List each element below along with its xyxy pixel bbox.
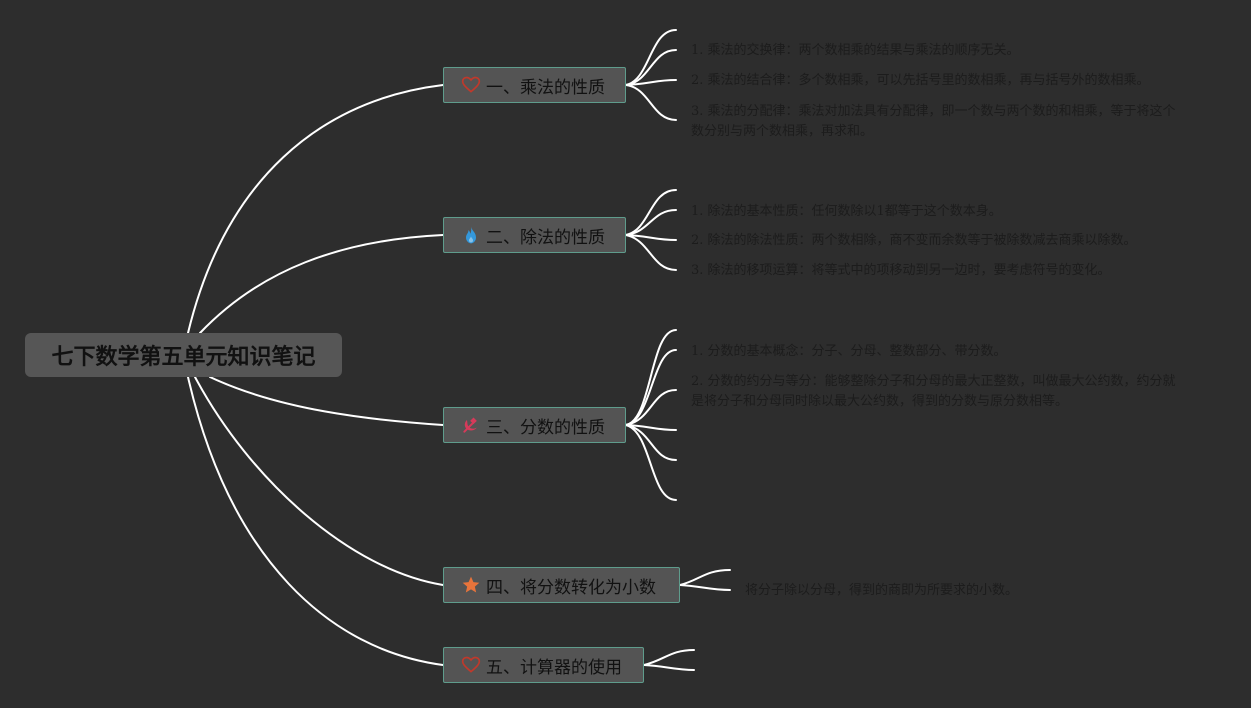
mindmap-root[interactable]: 七下数学第五单元知识笔记: [25, 333, 342, 377]
leaf-note: 将分子除以分母，得到的商即为所要求的小数。: [745, 583, 1019, 598]
leaf-note: 3. 乘法的分配律：乘法对加法具有分配律，即一个数与两个数的和相乘，等于将这个数…: [691, 104, 1176, 139]
heart-outline-icon: [460, 74, 482, 96]
leaf-note: 1. 除法的基本性质：任何数除以1都等于这个数本身。: [691, 204, 1002, 219]
root-title: 七下数学第五单元知识笔记: [51, 345, 316, 370]
leaf-note: 2. 除法的除法性质：两个数相除，商不变而余数等于被除数减去商乘以除数。: [691, 233, 1137, 248]
branch-fraction-to-decimal[interactable]: 四、将分数转化为小数: [443, 567, 680, 603]
hammer-sickle-icon: [460, 414, 482, 436]
branch-division-properties[interactable]: 二、除法的性质: [443, 217, 626, 253]
branch-label: 三、分数的性质: [486, 417, 605, 438]
leaf-note: 1. 分数的基本概念：分子、分母、整数部分、带分数。: [691, 344, 1007, 359]
heart-outline-icon: [460, 654, 482, 676]
branch-label: 五、计算器的使用: [486, 657, 622, 678]
branch-fraction-properties[interactable]: 三、分数的性质: [443, 407, 626, 443]
branch-multiplication-properties[interactable]: 一、乘法的性质: [443, 67, 626, 103]
leaf-note: 3. 除法的移项运算：将等式中的项移动到另一边时，要考虑符号的变化。: [691, 263, 1111, 278]
flame-icon: [460, 224, 482, 246]
leaf-note: 1. 乘法的交换律：两个数相乘的结果与乘法的顺序无关。: [691, 43, 1020, 58]
branch-label: 二、除法的性质: [486, 227, 605, 248]
branch-label: 一、乘法的性质: [486, 77, 605, 98]
branch-label: 四、将分数转化为小数: [486, 577, 656, 598]
branch-calculator-usage[interactable]: 五、计算器的使用: [443, 647, 644, 683]
leaf-note: 2. 乘法的结合律：多个数相乘，可以先括号里的数相乘，再与括号外的数相乘。: [691, 73, 1150, 88]
leaf-note: 2. 分数的约分与等分：能够整除分子和分母的最大正整数，叫做最大公约数，约分就是…: [691, 374, 1176, 409]
star-icon: [460, 574, 482, 596]
